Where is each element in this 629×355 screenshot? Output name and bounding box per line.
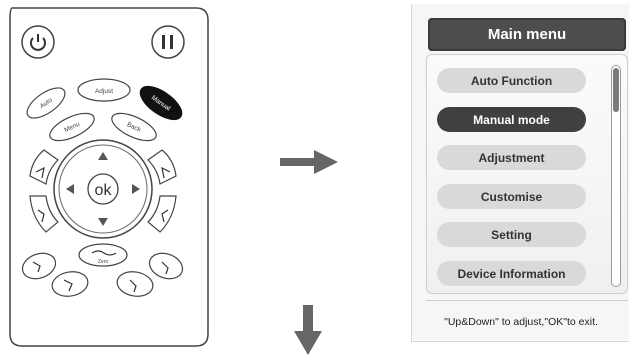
menu-item-label: Auto Function (470, 73, 553, 88)
scrollbar[interactable] (611, 65, 621, 287)
menu-screen: Main menu Auto Function Manual mode Adju… (411, 4, 629, 342)
up-arrow-icon[interactable] (98, 152, 108, 160)
recline-up-icon (161, 166, 171, 179)
menu-item-setting[interactable]: Setting (437, 222, 586, 247)
left-recline-button[interactable] (29, 149, 59, 185)
menu-item-device-information[interactable]: Device Information (437, 261, 586, 286)
manual-button[interactable]: Manual (135, 80, 187, 126)
zero-label: Zero (98, 259, 109, 265)
bottom-left-2-button[interactable] (50, 269, 90, 299)
ok-label: ok (95, 182, 113, 199)
remote-control: Auto Adjust Manual Menu Back (9, 7, 209, 347)
bottom-left-1-button[interactable] (19, 249, 59, 283)
down-arrow-icon (294, 305, 322, 355)
divider (426, 300, 628, 301)
down-arrow-icon[interactable] (98, 218, 108, 226)
seat-icon (63, 279, 73, 292)
auto-button[interactable]: Auto (22, 82, 70, 124)
menu-item-label: Customise (480, 189, 543, 204)
seat-icon (32, 261, 41, 273)
pause-icon (162, 35, 165, 49)
menu-footer-hint: "Up&Down" to adjust,"OK"to exit. (444, 316, 598, 328)
bottom-right-1-button[interactable] (146, 249, 186, 283)
legrest-icon (37, 209, 45, 223)
recline-icon (35, 166, 45, 179)
ok-button[interactable]: ok (87, 173, 119, 205)
adjust-button[interactable]: Adjust (77, 78, 131, 102)
right-recline-button[interactable] (147, 149, 177, 185)
power-button[interactable] (21, 25, 55, 59)
bottom-right-2-button[interactable] (115, 269, 155, 299)
menu-item-label: Device Information (457, 266, 566, 281)
scrollbar-thumb[interactable] (613, 68, 619, 112)
adjust-label: Adjust (95, 88, 113, 95)
right-arrow-icon (280, 150, 338, 174)
menu-item-auto-function[interactable]: Auto Function (437, 68, 586, 93)
menu-panel: Auto Function Manual mode Adjustment Cus… (426, 54, 628, 294)
right-legrest-button[interactable] (147, 195, 177, 233)
zero-gravity-icon (91, 250, 117, 256)
menu-item-label: Manual mode (473, 112, 550, 127)
legrest-up-icon (161, 209, 169, 223)
left-legrest-button[interactable] (29, 195, 59, 233)
back-button[interactable]: Back (108, 108, 160, 146)
zero-gravity-button[interactable]: Zero (78, 243, 128, 267)
menu-item-customise[interactable]: Customise (437, 184, 586, 209)
menu-item-label: Adjustment (478, 150, 545, 165)
menu-item-label: Setting (491, 227, 532, 242)
pause-button[interactable] (151, 25, 185, 59)
seat-icon (129, 279, 137, 293)
menu-button[interactable]: Menu (46, 108, 98, 146)
menu-title: Main menu (428, 18, 626, 51)
menu-item-manual-mode[interactable]: Manual mode (437, 107, 586, 132)
right-arrow-icon[interactable] (132, 184, 140, 194)
left-arrow-icon[interactable] (66, 184, 74, 194)
menu-item-adjustment[interactable]: Adjustment (437, 145, 586, 170)
seat-icon (161, 261, 169, 275)
